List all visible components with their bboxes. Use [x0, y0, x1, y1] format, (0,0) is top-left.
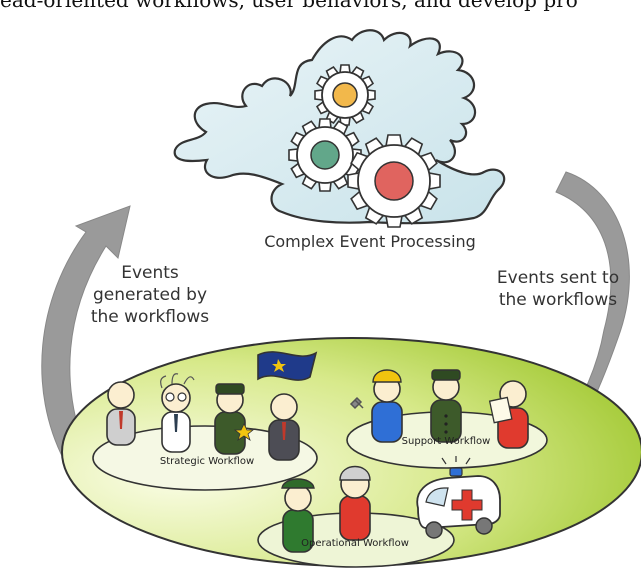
ambulance-icon — [416, 456, 501, 539]
events-sent-label: Events sent to the workflows — [496, 268, 620, 310]
person-icon — [268, 393, 300, 461]
gear-icon — [347, 134, 441, 228]
strategic-workflow-label: Strategic Workflow — [159, 456, 255, 467]
person-icon — [488, 380, 529, 449]
events-generated-label: Events generated by the workflows — [90, 263, 210, 327]
left-arrow — [41, 205, 131, 461]
person-icon — [281, 478, 315, 553]
support-workflow-label: Support Workflow — [401, 436, 491, 447]
person-icon — [106, 381, 136, 446]
person-icon — [339, 465, 371, 541]
cep-label: Complex Event Processing — [264, 232, 476, 251]
person-icon — [430, 369, 462, 443]
person-icon — [349, 369, 403, 443]
person-icon — [160, 373, 195, 453]
strategic-workflow-ellipse — [92, 425, 318, 491]
person-icon — [214, 383, 255, 455]
flag-icon — [257, 351, 318, 381]
hard-hat-icon — [372, 369, 402, 383]
operational-workflow-label: Operational Workflow — [301, 538, 409, 549]
top-caption: ead-oriented workflows, user behaviors, … — [0, 0, 578, 12]
